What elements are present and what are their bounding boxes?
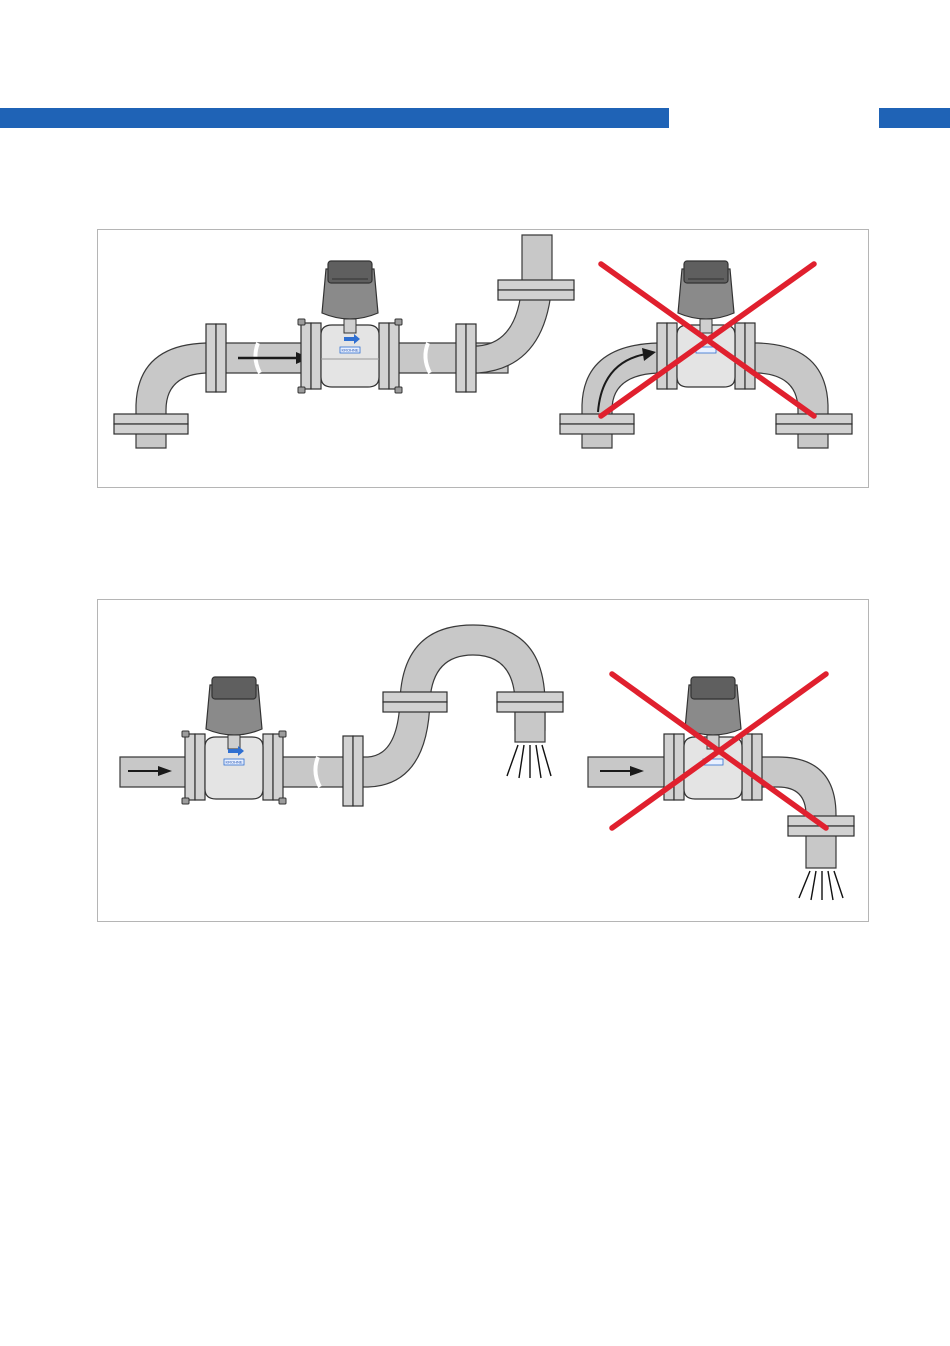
flowmeter-incorrect (657, 261, 755, 389)
panel-incorrect (560, 261, 852, 448)
header-bar-right (879, 108, 950, 128)
nameplate-text: KROHNE (341, 348, 358, 353)
spray-lines-icon-2 (799, 871, 843, 900)
flange-after-meter (343, 736, 363, 806)
panel-correct: KROHNE (120, 625, 563, 806)
figure-inlet-outlet-elbows: KROHNE (97, 229, 869, 488)
flange-left-vert (206, 324, 226, 392)
flange-mid (456, 324, 476, 392)
panel-correct: KROHNE (114, 235, 574, 448)
figure-free-discharge: KROHNE (97, 599, 869, 922)
flowmeter-correct: KROHNE (182, 677, 286, 804)
nameplate-text-2: KROHNE (225, 760, 242, 765)
flange-left-bottom (114, 414, 188, 434)
flange-right-top (498, 280, 574, 300)
flange-bend-right (497, 692, 563, 712)
flowmeter-correct: KROHNE (298, 261, 402, 393)
figure-1-illustration: KROHNE (98, 230, 870, 489)
flange-bend-left (383, 692, 447, 712)
figure-2-illustration: KROHNE (98, 600, 870, 923)
spray-lines-icon (507, 745, 551, 778)
panel-incorrect (588, 674, 854, 900)
header-bar-left (0, 108, 669, 128)
flange-ri-left (560, 414, 634, 434)
